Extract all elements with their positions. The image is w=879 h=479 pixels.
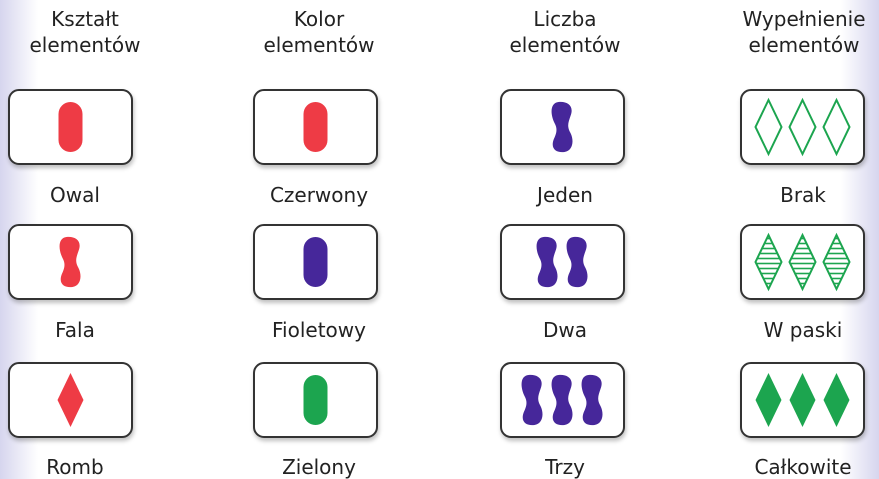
label-color-red: Czerwony (269, 183, 369, 207)
wave-symbol (551, 374, 573, 426)
oval-symbol (303, 375, 328, 425)
header-line-1: Liczba (533, 7, 597, 31)
card-symbols (754, 232, 851, 292)
card-shape-oval (8, 89, 133, 165)
card-symbols (303, 102, 328, 152)
card-symbols (303, 237, 328, 287)
card-color-purple (253, 224, 378, 300)
label-color-purple: Fioletowy (272, 318, 366, 342)
card-symbols (59, 236, 81, 288)
diamond-symbol (755, 373, 782, 427)
column-header-fill: Wypełnienie elementów (709, 6, 879, 58)
card-count-one (500, 89, 625, 165)
card-shape-wave (8, 224, 133, 300)
label-shape-diamond: Romb (46, 455, 104, 479)
diamond-symbol (789, 373, 816, 427)
card-symbols (536, 236, 588, 288)
header-line-1: Wypełnienie (742, 7, 866, 31)
label-count-one: Jeden (537, 183, 593, 207)
label-fill-striped: W paski (763, 318, 843, 342)
oval-symbol (303, 102, 328, 152)
diamond-symbol (823, 373, 850, 427)
diamond-symbol (788, 232, 817, 292)
label-shape-oval: Owal (50, 183, 100, 207)
column-header-count: Liczba elementów (470, 6, 660, 58)
card-symbols (521, 374, 603, 426)
diamond-symbol (822, 97, 851, 157)
label-count-two: Dwa (542, 318, 587, 342)
card-shape-diamond (8, 362, 133, 438)
card-symbols (57, 373, 84, 427)
card-color-green (253, 362, 378, 438)
diamond-symbol (754, 97, 783, 157)
header-line-1: Kolor (293, 7, 345, 31)
column-header-color: Kolor elementów (224, 6, 414, 58)
card-fill-striped (740, 224, 865, 300)
header-line-2: elementów (748, 33, 860, 57)
wave-symbol (551, 101, 573, 153)
card-count-three (500, 362, 625, 438)
card-symbols (303, 375, 328, 425)
label-color-green: Zielony (282, 455, 356, 479)
header-line-2: elementów (29, 33, 141, 57)
label-count-three: Trzy (545, 455, 585, 479)
card-fill-none (740, 89, 865, 165)
diamond-symbol (788, 97, 817, 157)
label-fill-solid: Całkowite (754, 455, 852, 479)
diamond-symbol (822, 232, 851, 292)
card-count-two (500, 224, 625, 300)
card-symbols (551, 101, 573, 153)
wave-symbol (566, 236, 588, 288)
oval-symbol (303, 237, 328, 287)
card-symbols (58, 102, 83, 152)
header-line-2: elementów (263, 33, 375, 57)
oval-symbol (58, 102, 83, 152)
column-header-shape: Kształt elementów (0, 6, 180, 58)
header-line-2: elementów (509, 33, 621, 57)
label-shape-wave: Fala (55, 318, 95, 342)
diamond-symbol (754, 232, 783, 292)
card-fill-solid (740, 362, 865, 438)
card-symbols (754, 97, 851, 157)
wave-symbol (581, 374, 603, 426)
diamond-symbol (57, 373, 84, 427)
wave-symbol (521, 374, 543, 426)
header-line-1: Kształt (51, 7, 119, 31)
wave-symbol (59, 236, 81, 288)
card-symbols (755, 373, 850, 427)
label-fill-none: Brak (780, 183, 826, 207)
wave-symbol (536, 236, 558, 288)
card-color-red (253, 89, 378, 165)
